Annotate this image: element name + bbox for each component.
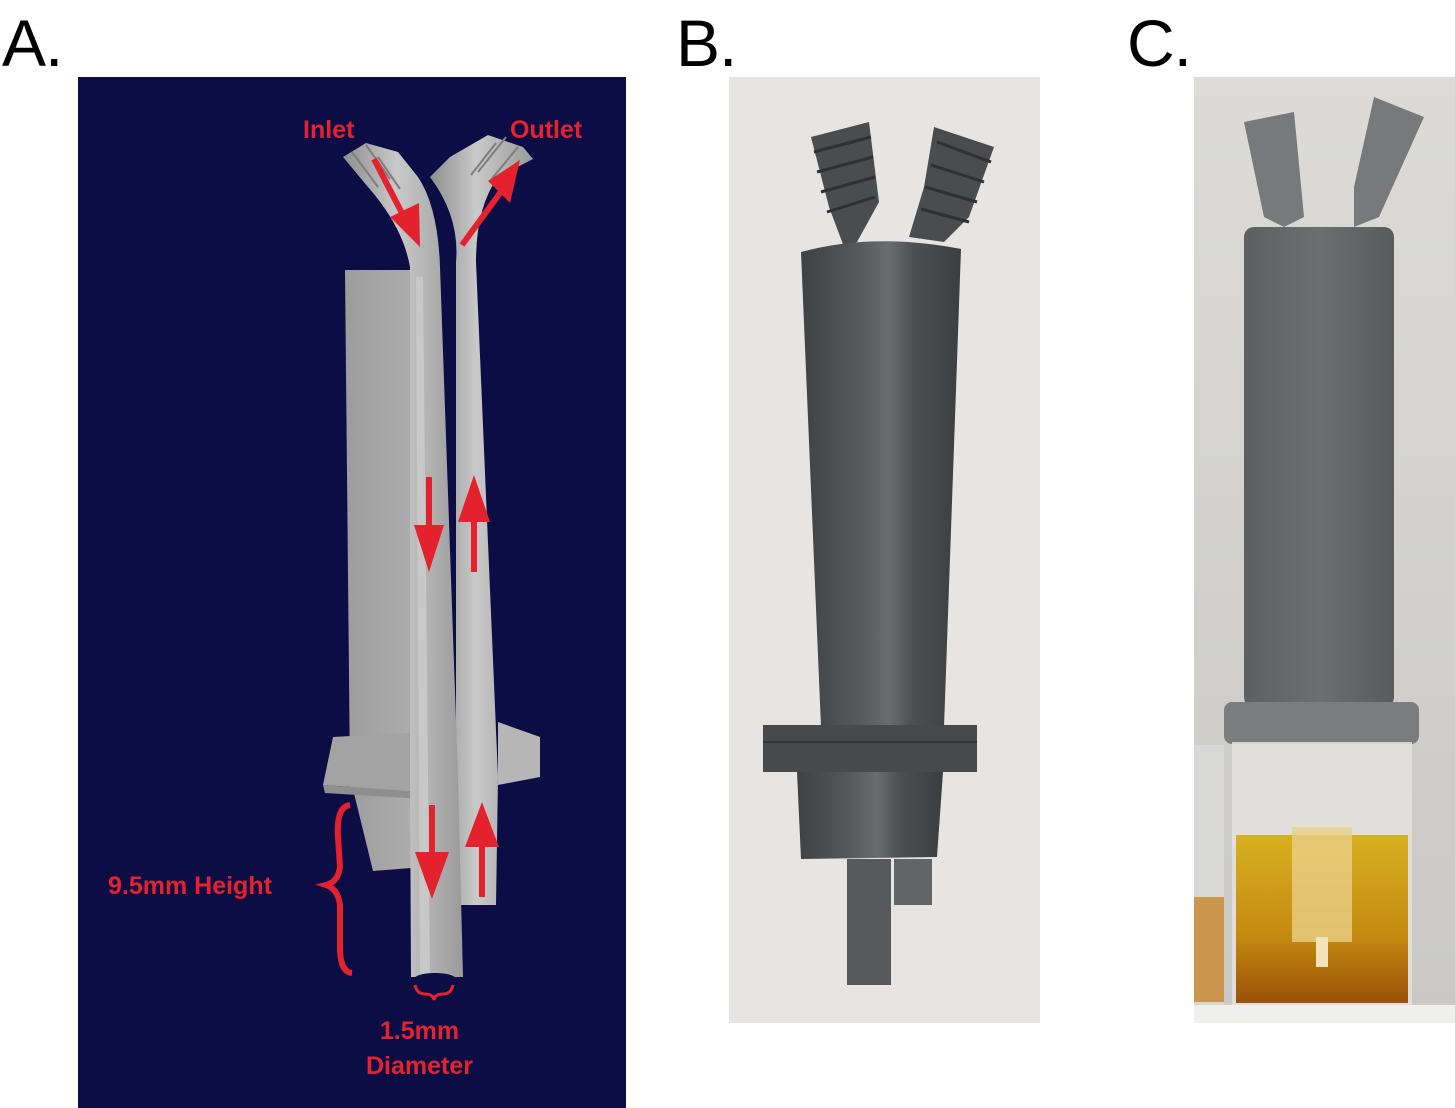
diameter-dimension-label: 1.5mm Diameter bbox=[366, 1014, 473, 1084]
printed-part-body bbox=[801, 241, 961, 727]
panel-c-part-in-vial-photo bbox=[1194, 77, 1455, 1023]
cad-flange bbox=[323, 732, 423, 792]
cad-body bbox=[345, 270, 423, 871]
diameter-word: Diameter bbox=[366, 1052, 473, 1080]
vial-part-cap bbox=[1224, 702, 1419, 744]
outlet-label: Outlet bbox=[510, 116, 583, 144]
cad-model-illustration bbox=[315, 135, 540, 1001]
height-dimension-label: 9.5mm Height bbox=[108, 872, 272, 900]
cad-inlet-tube bbox=[343, 143, 463, 977]
printed-part-pin-long bbox=[847, 859, 891, 985]
inlet-label: Inlet bbox=[303, 116, 355, 144]
vial-part-barbs bbox=[1244, 112, 1304, 227]
panel-b-letter: B. bbox=[676, 6, 737, 80]
printed-part-flange bbox=[763, 725, 977, 772]
part-in-vial-illustration bbox=[1194, 77, 1455, 1023]
panel-c-letter: C. bbox=[1127, 6, 1192, 80]
printed-part-pin-short bbox=[894, 859, 932, 905]
panel-a-cad-render: Inlet Outlet 9.5mm Height 1.5mm Diameter bbox=[78, 77, 626, 1108]
printed-part-barbs bbox=[811, 122, 994, 247]
cad-flange-right bbox=[498, 722, 540, 785]
panel-a-letter: A. bbox=[2, 6, 63, 80]
panel-b-printed-part-photo bbox=[729, 77, 1040, 1023]
printed-part-illustration bbox=[763, 122, 994, 985]
diameter-value: 1.5mm bbox=[379, 1017, 460, 1045]
vial-part-body bbox=[1244, 227, 1394, 707]
